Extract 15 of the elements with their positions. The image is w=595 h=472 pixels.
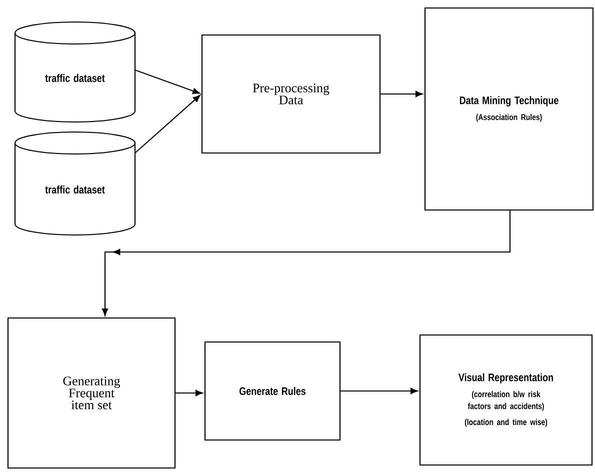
process-box: Pre-processing Data [201, 34, 381, 154]
database-cylinder: traffic dataset [14, 131, 136, 236]
arrow [340, 388, 418, 394]
process-box: Data Mining Technique (Association Rules) [424, 7, 594, 211]
node-label: traffic dataset [45, 185, 105, 194]
arrow [134, 69, 200, 94]
node-label: traffic dataset [45, 74, 105, 82]
arrow [102, 210, 511, 316]
arrow [380, 90, 423, 98]
process-box: Generating Frequent item set [7, 317, 176, 469]
process-box: Visual Representation (correlation b/w risk factors and accidents) (location and time wise) [419, 334, 593, 466]
process-box: Generate Rules [204, 341, 341, 441]
arrow [176, 390, 203, 396]
database-cylinder: traffic dataset [14, 21, 136, 123]
arrow [134, 94, 200, 154]
